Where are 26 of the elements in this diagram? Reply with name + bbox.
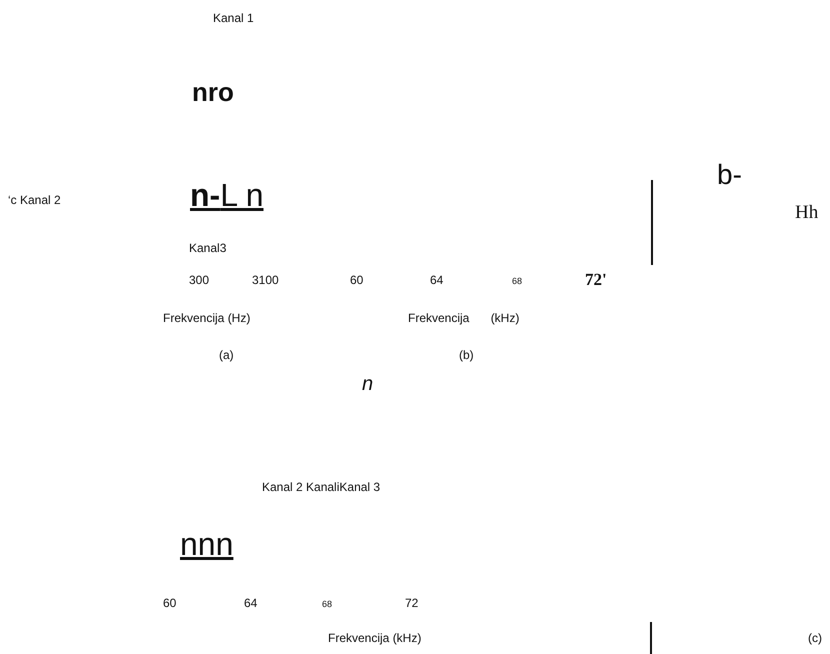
spectrum-glyph: b- [717,160,742,191]
tick-label: 300 [189,274,210,288]
tick-label: 68 [512,277,522,287]
spectrum-glyph: n [362,373,374,395]
tick-label: 68 [322,600,332,610]
axis-title: Frekvencija (kHz) [408,312,520,326]
tick-label: 60 [163,597,176,610]
panel-label: (c) [808,632,822,646]
axis-title: Frekvencija (kHz) [328,632,422,646]
channel-label: Kanal3 [189,242,226,256]
tick-label: 72 [405,597,418,610]
channel-label: Kanal 1 [213,12,254,26]
tick-label: 72' [585,271,607,290]
spectrum-glyph: nro [192,78,234,107]
spectrum-glyph: nnn [180,527,234,562]
panel-label: (a) [219,349,234,362]
tick-label: 64 [244,597,258,610]
axis-title: Frekvencija (Hz) [163,312,250,326]
spectrum-glyph: Hh [795,203,818,224]
panel-label: (b) [459,349,474,362]
spectrum-glyph: n-L n [190,178,264,214]
tick-label: 60 [350,274,364,288]
channel-label: Kanal 2 KanaliKanal 3 [262,481,380,494]
channel-label: ‘c Kanal 2 [8,194,61,208]
tick-label: 3100 [252,274,279,288]
tick-label: 64 [430,274,444,288]
